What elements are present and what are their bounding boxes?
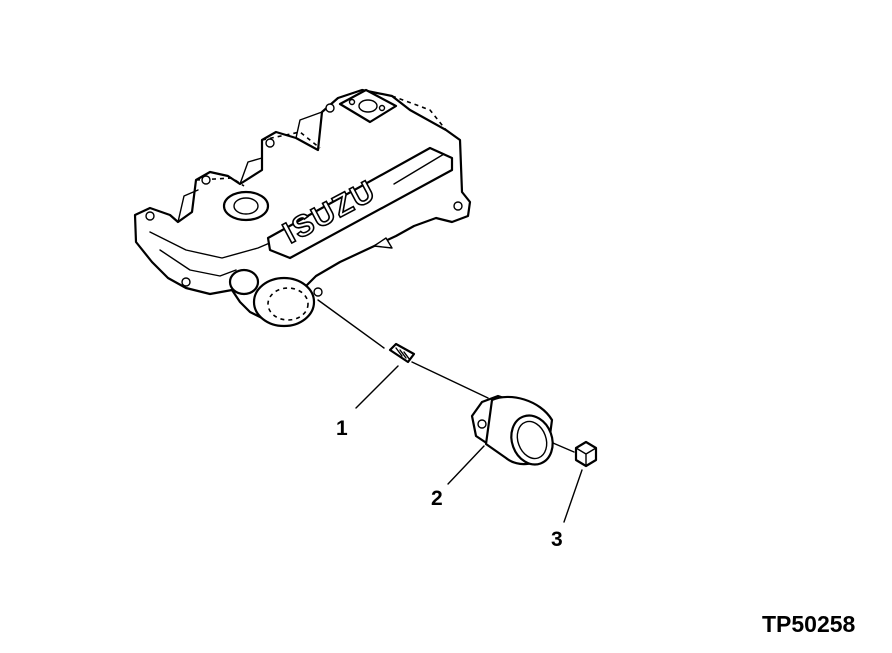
housing-outlet-mouth	[510, 414, 554, 466]
assembly-centerline-2	[411, 361, 489, 399]
assembly-centerline	[317, 299, 385, 349]
callout-1: 1	[336, 417, 348, 440]
cover-lobe-1	[177, 189, 199, 223]
hidden-edge-mid	[391, 95, 447, 131]
brand-plate-step	[379, 147, 445, 185]
callout-3: 3	[551, 528, 563, 551]
bolt-hole-icon	[378, 104, 386, 112]
stud-hole-icon	[313, 287, 323, 297]
bolt-hole-icon	[453, 201, 463, 211]
top-flange-hole	[358, 99, 378, 113]
bolt-hole-icon	[265, 138, 275, 148]
bolt-hole-icon	[145, 211, 155, 221]
triangle-marker-icon	[373, 237, 393, 249]
bolt-hole-icon	[201, 175, 211, 185]
bolt-hole-icon	[181, 277, 191, 287]
outlet-neck	[228, 268, 260, 296]
stud-threads	[395, 347, 411, 361]
bolt-hole-icon	[325, 103, 335, 113]
oil-filler-port-inner	[233, 197, 259, 215]
nut-face	[575, 447, 597, 467]
outlet-boss-hidden	[267, 287, 309, 321]
leader-line-3	[563, 469, 583, 523]
leader-line-1	[355, 365, 399, 409]
valve-cover-assembly: ISUZU	[133, 88, 472, 328]
bolt-hole-icon	[348, 98, 356, 106]
cover-ridge-lower	[159, 249, 237, 277]
part-1-stud	[388, 342, 416, 364]
housing-outlet-inner	[516, 420, 548, 460]
callout-2: 2	[431, 487, 443, 510]
part-2-thermostat-housing	[470, 394, 554, 466]
figure-id: TP50258	[762, 611, 856, 637]
flange-hole-icon	[477, 419, 487, 429]
cover-lobe-2	[239, 157, 263, 185]
outlet-boss	[252, 276, 316, 328]
part-3-nut	[574, 440, 598, 468]
cover-lobe-3	[295, 111, 323, 139]
leader-line-2	[447, 445, 485, 485]
